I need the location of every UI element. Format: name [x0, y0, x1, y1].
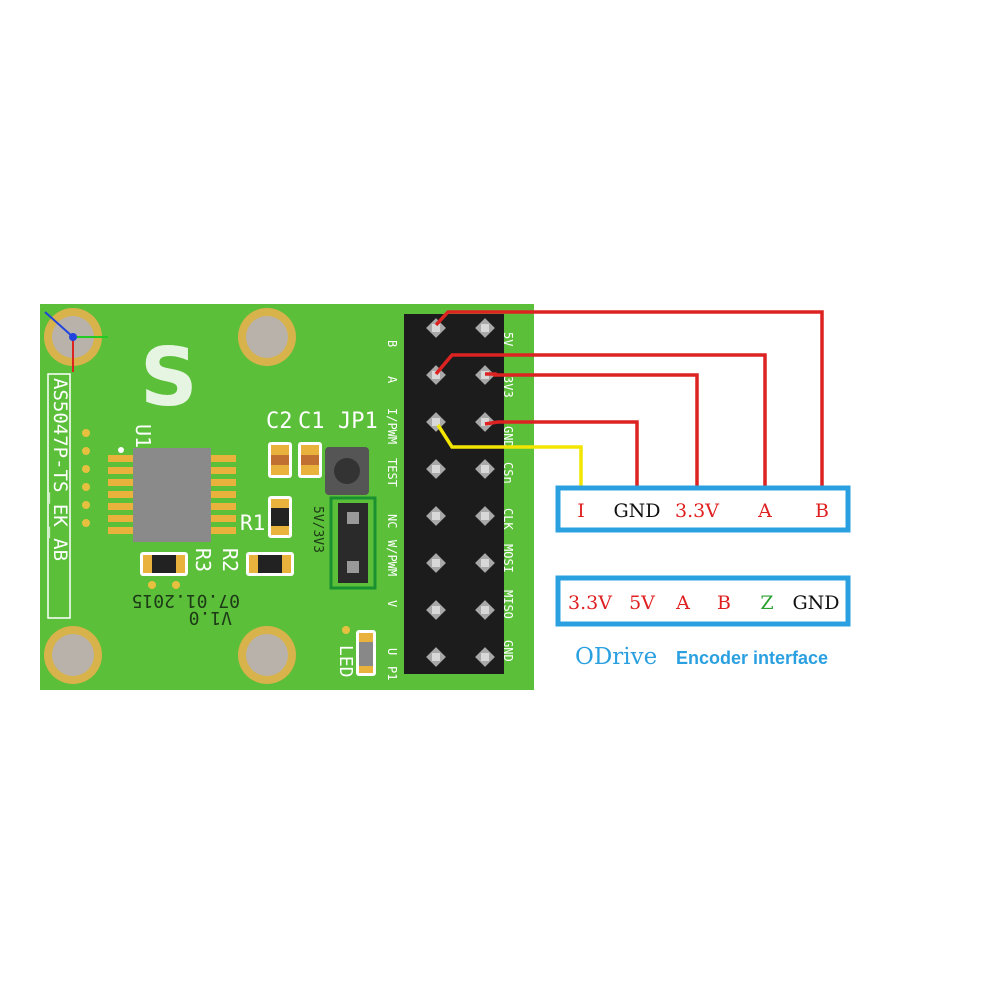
cap-label-c1: C1	[298, 409, 325, 434]
resistor-r1	[268, 496, 292, 538]
pin-label: CSn	[501, 462, 515, 484]
wires	[434, 310, 824, 490]
res-label-r3: R3	[191, 548, 215, 572]
pin-label: GND	[501, 426, 515, 448]
header-pin-tip	[432, 606, 440, 614]
date-label: 07.01.2015	[132, 590, 240, 611]
connector-top-box	[555, 485, 851, 533]
header-pin-tip	[481, 653, 489, 661]
header-pin-tip	[432, 418, 440, 426]
version-label: V1.0	[189, 607, 232, 628]
edge-pads	[82, 429, 90, 527]
pin-label: I/PWM	[385, 408, 399, 444]
wire-b	[434, 310, 824, 490]
part-label-frame	[47, 373, 71, 619]
connector-top-label: GND	[613, 500, 660, 522]
connector-bottom-label: 3.3V	[568, 592, 612, 614]
pin-label: GND	[501, 640, 515, 662]
resistor-r3	[140, 552, 188, 576]
pin-header	[404, 314, 504, 674]
connector-bottom-box	[555, 575, 851, 627]
pin-label: U	[385, 648, 399, 655]
res-label-r1: R1	[240, 511, 265, 535]
header-pin-tip	[432, 371, 440, 379]
header-pin-tip	[481, 465, 489, 473]
caption-main: ODrive	[575, 644, 657, 670]
wire-3v3	[485, 372, 699, 490]
part-label: AS5047P-TS_EK_AB	[49, 378, 71, 561]
header-pin-tip	[481, 512, 489, 520]
wire-gnd	[484, 420, 639, 490]
cap-label-c2: C2	[266, 409, 293, 434]
pin-label: MISO	[501, 590, 515, 619]
mounting-hole	[238, 308, 296, 366]
capacitor-c1	[298, 442, 322, 478]
connector-top-label: 3.3V	[675, 500, 719, 522]
header-label: P1	[385, 666, 399, 680]
pin-label: W/PWM	[385, 540, 399, 576]
jumper-jp1	[325, 447, 377, 590]
header-pin-tip	[481, 606, 489, 614]
res-label-r2: R2	[218, 548, 242, 572]
connector-bottom-label: A	[675, 592, 690, 614]
header-pin-tip	[432, 559, 440, 567]
connector-bottom-label: 5V	[629, 592, 655, 614]
header-pin-tip	[481, 559, 489, 567]
pin-label: TEST	[385, 458, 399, 487]
mounting-hole	[44, 626, 102, 684]
pin-label: CLK	[501, 508, 515, 530]
mounting-hole	[238, 626, 296, 684]
wire-a	[434, 353, 767, 490]
right-pin-labels: 5V 3V3 GND CSn CLK MOSI MISO GND	[501, 332, 515, 662]
pin-label: 5V	[501, 332, 515, 346]
led-label: LED	[335, 645, 356, 678]
pin-label: MOSI	[501, 544, 515, 573]
connector-top-labels: I GND 3.3V A B	[577, 500, 829, 522]
wire-i	[436, 424, 583, 490]
connector-top-label: I	[577, 500, 585, 522]
pin-label: NC	[385, 514, 399, 528]
pin-label: A	[385, 376, 399, 384]
connector-bottom-label: Z	[760, 592, 773, 614]
pin-label: V	[385, 600, 399, 607]
axis-gizmo-icon	[44, 311, 108, 372]
header-pin-tip	[432, 653, 440, 661]
led	[356, 630, 376, 676]
header-pin-tip	[432, 512, 440, 520]
connector-bottom-label: GND	[792, 592, 839, 614]
pin-label: 3V3	[501, 376, 515, 398]
pin-label: B	[385, 340, 399, 347]
caption-sub: Encoder interface	[676, 648, 828, 668]
pin-array	[426, 318, 495, 667]
header-pin-tip	[432, 324, 440, 332]
jumper-option-label: 5V/3V3	[310, 506, 325, 553]
connector-bottom-labels: 3.3V 5V A B Z GND	[568, 592, 839, 614]
header-pin-tip	[432, 465, 440, 473]
ic-u1	[108, 447, 236, 542]
connector-bottom-label: B	[717, 592, 731, 614]
capacitor-c2	[268, 442, 292, 478]
connector-top-label: B	[815, 500, 829, 522]
connector-top-label: A	[757, 500, 772, 522]
logo: S	[140, 331, 198, 424]
header-pin-tip	[481, 418, 489, 426]
ic-label: U1	[131, 424, 155, 448]
left-pin-labels: B A I/PWM TEST NC W/PWM V U P1	[385, 340, 399, 680]
jumper-label: JP1	[338, 409, 378, 434]
header-pin-tip	[481, 324, 489, 332]
resistor-r2	[246, 552, 294, 576]
